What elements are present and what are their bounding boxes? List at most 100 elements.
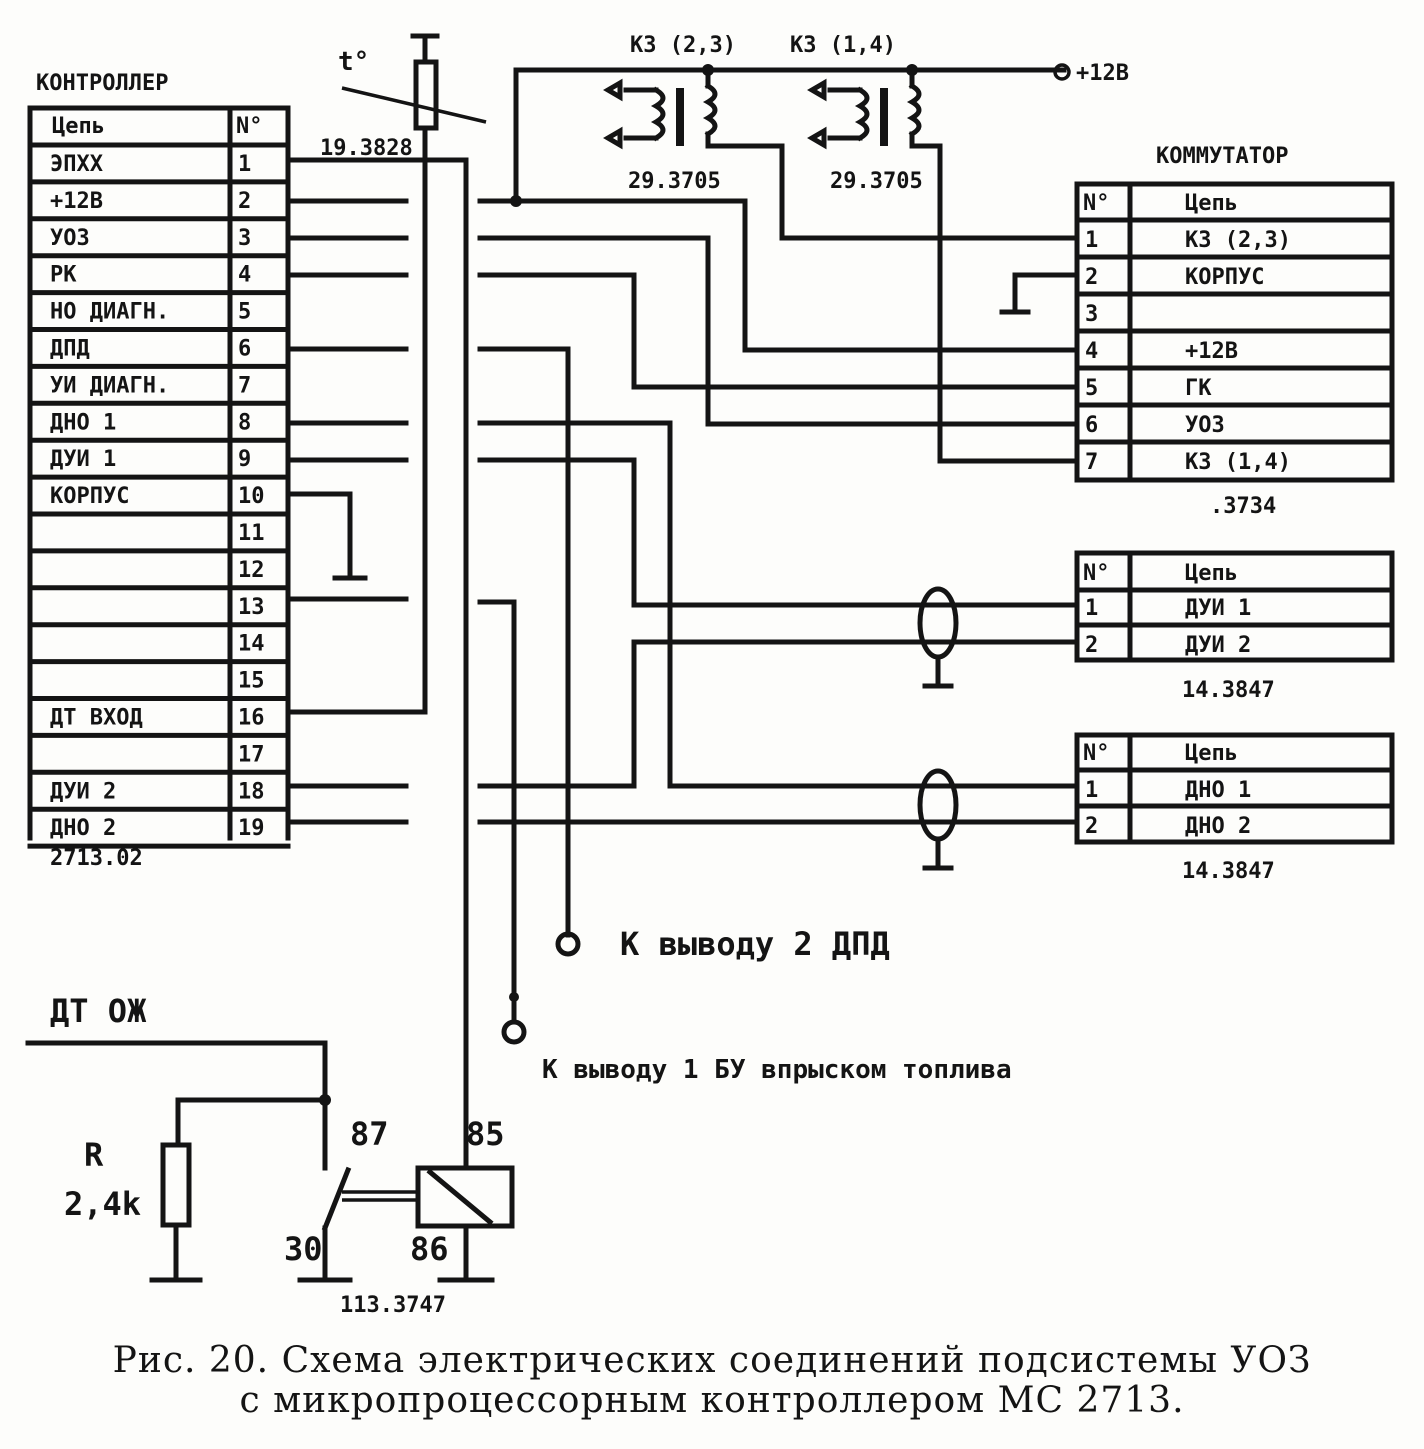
coil-a-part-no: 29.3705	[628, 169, 721, 194]
controller-row-4-no: 4	[238, 263, 251, 288]
dpd-terminal-icon	[555, 931, 581, 957]
bu-terminal-icon	[501, 1019, 527, 1045]
coil-a-label: КЗ (2,3)	[630, 33, 736, 58]
controller-row-8-no: 8	[238, 410, 251, 435]
dpd-terminal-label: К выводу 2 ДПД	[620, 925, 890, 963]
relay-pin-30: 30	[284, 1230, 323, 1268]
dui-row-1-circuit: ДУИ 1	[1185, 596, 1251, 621]
controller-row-10-no: 10	[238, 484, 265, 509]
controller-row-6-circuit: ДПД	[50, 337, 90, 362]
controller-title: КОНТРОЛЛЕР	[36, 71, 168, 96]
dui-sensor-table: N° Цепь 1 ДУИ 1 2 ДУИ 2 14.3847	[917, 550, 1395, 703]
controller-row-17-no: 17	[238, 742, 265, 767]
controller-row-18-circuit: ДУИ 2	[50, 779, 116, 804]
commutator-row-4-circuit: +12В	[1185, 339, 1238, 364]
dno-row-2-no: 2	[1085, 814, 1098, 839]
dno-row-1-circuit: ДНО 1	[1185, 778, 1251, 803]
ignition-coils: КЗ (2,3) КЗ (1,4) +12В 29.3705 29.3705	[603, 33, 1129, 464]
dno-sensor-table: N° Цепь 1 ДНО 1 2 ДНО 2 14.3847	[917, 732, 1395, 884]
commutator-row-7-no: 7	[1085, 450, 1098, 475]
controller-row-2-no: 2	[238, 189, 251, 214]
temp-sensor-part-no: 19.3828	[320, 136, 413, 161]
controller-row-1-no: 1	[238, 152, 251, 177]
controller-row-6-no: 6	[238, 337, 251, 362]
controller-row-3-circuit: УОЗ	[50, 226, 90, 251]
controller-row-15-no: 15	[238, 669, 265, 694]
controller-row-7-no: 7	[238, 373, 251, 398]
dui-row-2-no: 2	[1085, 633, 1098, 658]
controller-wires	[285, 67, 1080, 1171]
controller-row-9-no: 9	[238, 447, 251, 472]
dui-part-no: 14.3847	[1182, 678, 1275, 703]
resistor-value: 2,4k	[64, 1185, 141, 1223]
controller-row-9-circuit: ДУИ 1	[50, 447, 116, 472]
caption-line-2: с микропроцессорным контроллером МС 2713…	[239, 1380, 1184, 1421]
commutator-row-2-circuit: КОРПУС	[1185, 265, 1264, 290]
commutator-row-1-circuit: КЗ (2,3)	[1185, 228, 1291, 253]
dui-shield-icon	[917, 586, 959, 660]
dno-shield-icon	[917, 768, 959, 842]
controller-row-8-circuit: ДНО 1	[50, 410, 116, 435]
dui-row-2-circuit: ДУИ 2	[1185, 633, 1251, 658]
dt-oj-label: ДТ ОЖ	[50, 992, 147, 1030]
commutator-col-circuit: Цепь	[1185, 191, 1238, 216]
temp-symbol: t°	[338, 47, 369, 77]
controller-row-19-no: 19	[238, 816, 265, 841]
controller-row-10-circuit: КОРПУС	[50, 484, 129, 509]
commutator-row-4-no: 4	[1085, 339, 1098, 364]
dno-col-no: N°	[1083, 741, 1110, 766]
dui-col-circuit: Цепь	[1185, 561, 1238, 586]
controller-row-18-no: 18	[238, 779, 265, 804]
controller-row-7-circuit: УИ ДИАГН.	[50, 373, 169, 398]
resistor-symbol	[160, 1142, 192, 1228]
controller-row-2-circuit: +12В	[50, 189, 103, 214]
supply-label: +12В	[1076, 61, 1129, 86]
commutator-title: КОММУТАТОР	[1156, 144, 1288, 169]
controller-row-16-circuit: ДТ ВХОД	[50, 706, 143, 731]
dno-row-2-circuit: ДНО 2	[1185, 814, 1251, 839]
commutator-table: КОММУТАТОР N° Цепь 1 КЗ (2,3) 2 КОРПУС 3 4 +12…	[999, 144, 1395, 519]
commutator-col-no: N°	[1083, 191, 1110, 216]
supply-terminal-icon	[1053, 63, 1071, 81]
commutator-row-6-no: 6	[1085, 413, 1098, 438]
controller-row-13-no: 13	[238, 595, 265, 620]
controller-row-11-no: 11	[238, 521, 265, 546]
dno-col-circuit: Цепь	[1185, 741, 1238, 766]
coil-b-part-no: 29.3705	[830, 169, 923, 194]
dno-row-1-no: 1	[1085, 778, 1098, 803]
commutator-row-2-no: 2	[1085, 265, 1098, 290]
caption-line-1: Рис. 20. Схема электрических соединений …	[113, 1340, 1312, 1381]
commutator-row-5-no: 5	[1085, 376, 1098, 401]
relay-section: ДТ ОЖ R 2,4k 87 85 30 86 113.3747	[25, 992, 515, 1318]
relay-pin-85: 85	[466, 1115, 505, 1153]
controller-row-5-no: 5	[238, 300, 251, 325]
commutator-row-5-circuit: ГК	[1185, 376, 1212, 401]
coil-b-label: КЗ (1,4)	[790, 33, 896, 58]
resistor-name: R	[84, 1136, 104, 1174]
commutator-part-no: .3734	[1210, 494, 1276, 519]
controller-col-no: N°	[236, 114, 263, 139]
temperature-sensor: t° 19.3828	[320, 33, 487, 161]
commutator-row-7-circuit: КЗ (1,4)	[1185, 450, 1291, 475]
commutator-row-3-no: 3	[1085, 302, 1098, 327]
figure-caption: Рис. 20. Схема электрических соединений …	[113, 1340, 1312, 1421]
controller-row-16-no: 16	[238, 706, 265, 731]
bu-terminal-label: К выводу 1 БУ впрыском топлива	[542, 1055, 1012, 1085]
controller-part-no: 2713.02	[50, 846, 143, 871]
controller-row-12-no: 12	[238, 558, 265, 583]
thermistor-symbol	[413, 59, 439, 131]
dui-col-no: N°	[1083, 561, 1110, 586]
commutator-row-6-circuit: УОЗ	[1185, 413, 1225, 438]
controller-row-19-circuit: ДНО 2	[50, 816, 116, 841]
dno-part-no: 14.3847	[1182, 859, 1275, 884]
relay-pin-87: 87	[350, 1115, 389, 1153]
relay-pin-86: 86	[410, 1230, 449, 1268]
commutator-row-1-no: 1	[1085, 228, 1098, 253]
relay-switch-icon	[321, 1166, 352, 1232]
relay-part-no: 113.3747	[340, 1293, 446, 1318]
controller-row-14-no: 14	[238, 632, 265, 657]
controller-col-circuit: Цепь	[52, 114, 105, 139]
controller-row-1-circuit: ЭПХХ	[50, 152, 103, 177]
